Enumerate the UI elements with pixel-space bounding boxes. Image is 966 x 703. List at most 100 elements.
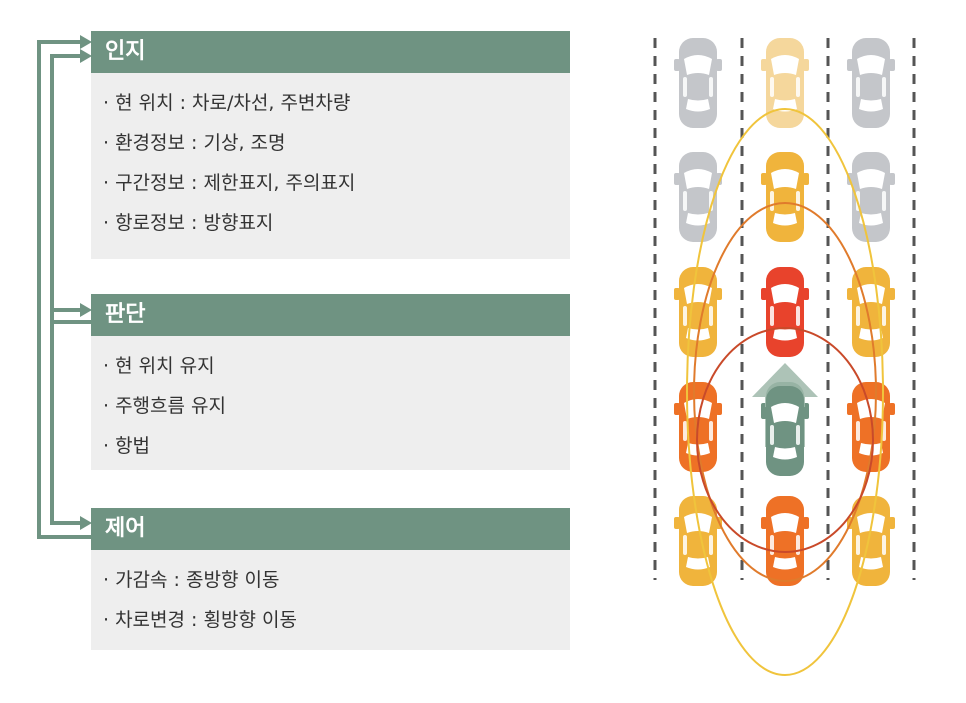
side-window bbox=[770, 306, 774, 326]
mirror bbox=[674, 517, 680, 529]
windshield bbox=[771, 169, 799, 189]
side-window bbox=[683, 421, 687, 441]
mirror bbox=[761, 288, 767, 300]
car bbox=[847, 152, 895, 242]
side-window bbox=[709, 77, 713, 97]
perception-title: 인지 bbox=[91, 31, 570, 73]
rear-window bbox=[773, 557, 797, 570]
judgment-item: · 항법 bbox=[103, 435, 151, 457]
mirror bbox=[761, 59, 767, 71]
perception-item: · 환경정보 : 기상, 조명 bbox=[103, 132, 286, 154]
rear-window bbox=[859, 99, 883, 112]
rear-window bbox=[773, 213, 797, 226]
ego-car-front bbox=[761, 386, 809, 476]
mirror bbox=[716, 288, 722, 300]
side-window bbox=[796, 77, 800, 97]
side-window bbox=[856, 306, 860, 326]
mirror bbox=[761, 173, 767, 185]
side-window bbox=[856, 535, 860, 555]
side-window bbox=[796, 191, 800, 211]
side-window bbox=[683, 535, 687, 555]
flow-arrow-to-perception bbox=[37, 40, 91, 539]
windshield bbox=[857, 399, 885, 419]
windshield bbox=[684, 399, 712, 419]
perception-item: · 구간정보 : 제한표지, 주의표지 bbox=[103, 172, 356, 194]
mirror bbox=[716, 59, 722, 71]
control-panel: 제어 · 가감속 : 종방향 이동 · 차로변경 : 횡방향 이동 bbox=[91, 508, 570, 650]
mirror bbox=[674, 173, 680, 185]
windshield bbox=[771, 284, 799, 304]
side-window bbox=[683, 77, 687, 97]
mirror bbox=[889, 173, 895, 185]
flow-arrow-to-control bbox=[50, 322, 84, 525]
mirror bbox=[803, 407, 809, 419]
side-window bbox=[882, 191, 886, 211]
control-title: 제어 bbox=[91, 508, 570, 550]
mirror bbox=[889, 288, 895, 300]
rear-window bbox=[773, 447, 797, 460]
judgment-panel: 판단 · 현 위치 유지 · 주행흐름 유지 · 항법 bbox=[91, 294, 570, 470]
judgment-list: · 현 위치 유지 · 주행흐름 유지 · 항법 bbox=[91, 336, 570, 470]
windshield bbox=[857, 169, 885, 189]
sensing-range-middle bbox=[693, 202, 877, 582]
mirror bbox=[716, 173, 722, 185]
sensing-range-outer bbox=[686, 108, 884, 676]
arrowhead-icon bbox=[80, 35, 92, 49]
perception-item: · 항로정보 : 방향표지 bbox=[103, 212, 274, 234]
mirror bbox=[803, 517, 809, 529]
side-window bbox=[882, 77, 886, 97]
mirror bbox=[674, 59, 680, 71]
judgment-item: · 현 위치 유지 bbox=[103, 355, 215, 377]
side-window bbox=[709, 535, 713, 555]
mirror bbox=[716, 403, 722, 415]
windshield bbox=[771, 513, 799, 533]
mirror bbox=[674, 288, 680, 300]
rear-window bbox=[773, 99, 797, 112]
car bbox=[847, 496, 895, 586]
mirror bbox=[889, 59, 895, 71]
side-window bbox=[683, 191, 687, 211]
mirror bbox=[761, 407, 767, 419]
windshield bbox=[684, 55, 712, 75]
arrowhead-icon bbox=[80, 303, 92, 317]
control-list: · 가감속 : 종방향 이동 · 차로변경 : 횡방향 이동 bbox=[91, 550, 570, 650]
mirror bbox=[847, 288, 853, 300]
car bbox=[761, 152, 809, 242]
mirror bbox=[803, 59, 809, 71]
side-window bbox=[770, 77, 774, 97]
car bbox=[847, 38, 895, 128]
perception-list: · 현 위치 : 차로/차선, 주변차량 · 환경정보 : 기상, 조명 · 구… bbox=[91, 73, 570, 259]
judgment-title: 판단 bbox=[91, 294, 570, 336]
side-window bbox=[709, 306, 713, 326]
windshield bbox=[684, 169, 712, 189]
car bbox=[761, 267, 809, 357]
perception-item: · 현 위치 : 차로/차선, 주변차량 bbox=[103, 92, 351, 114]
windshield bbox=[771, 55, 799, 75]
mirror bbox=[847, 59, 853, 71]
windshield bbox=[771, 403, 799, 423]
windshield bbox=[857, 55, 885, 75]
side-window bbox=[882, 306, 886, 326]
mirror bbox=[889, 403, 895, 415]
sensing-range-inner bbox=[696, 327, 874, 553]
car bbox=[761, 38, 809, 128]
rear-window bbox=[773, 328, 797, 341]
car bbox=[847, 267, 895, 357]
side-window bbox=[770, 191, 774, 211]
flow-arrow-from-judgment bbox=[50, 308, 84, 322]
control-item: · 차로변경 : 횡방향 이동 bbox=[103, 609, 297, 631]
side-window bbox=[683, 306, 687, 326]
flow-arrow-to-judgment bbox=[50, 54, 91, 324]
side-window bbox=[796, 425, 800, 445]
mirror bbox=[803, 288, 809, 300]
mirror bbox=[847, 403, 853, 415]
side-window bbox=[770, 425, 774, 445]
rear-window bbox=[686, 557, 710, 570]
mirror bbox=[761, 517, 767, 529]
rear-window bbox=[686, 99, 710, 112]
control-item: · 가감속 : 종방향 이동 bbox=[103, 569, 280, 591]
rear-window bbox=[859, 213, 883, 226]
side-window bbox=[796, 306, 800, 326]
